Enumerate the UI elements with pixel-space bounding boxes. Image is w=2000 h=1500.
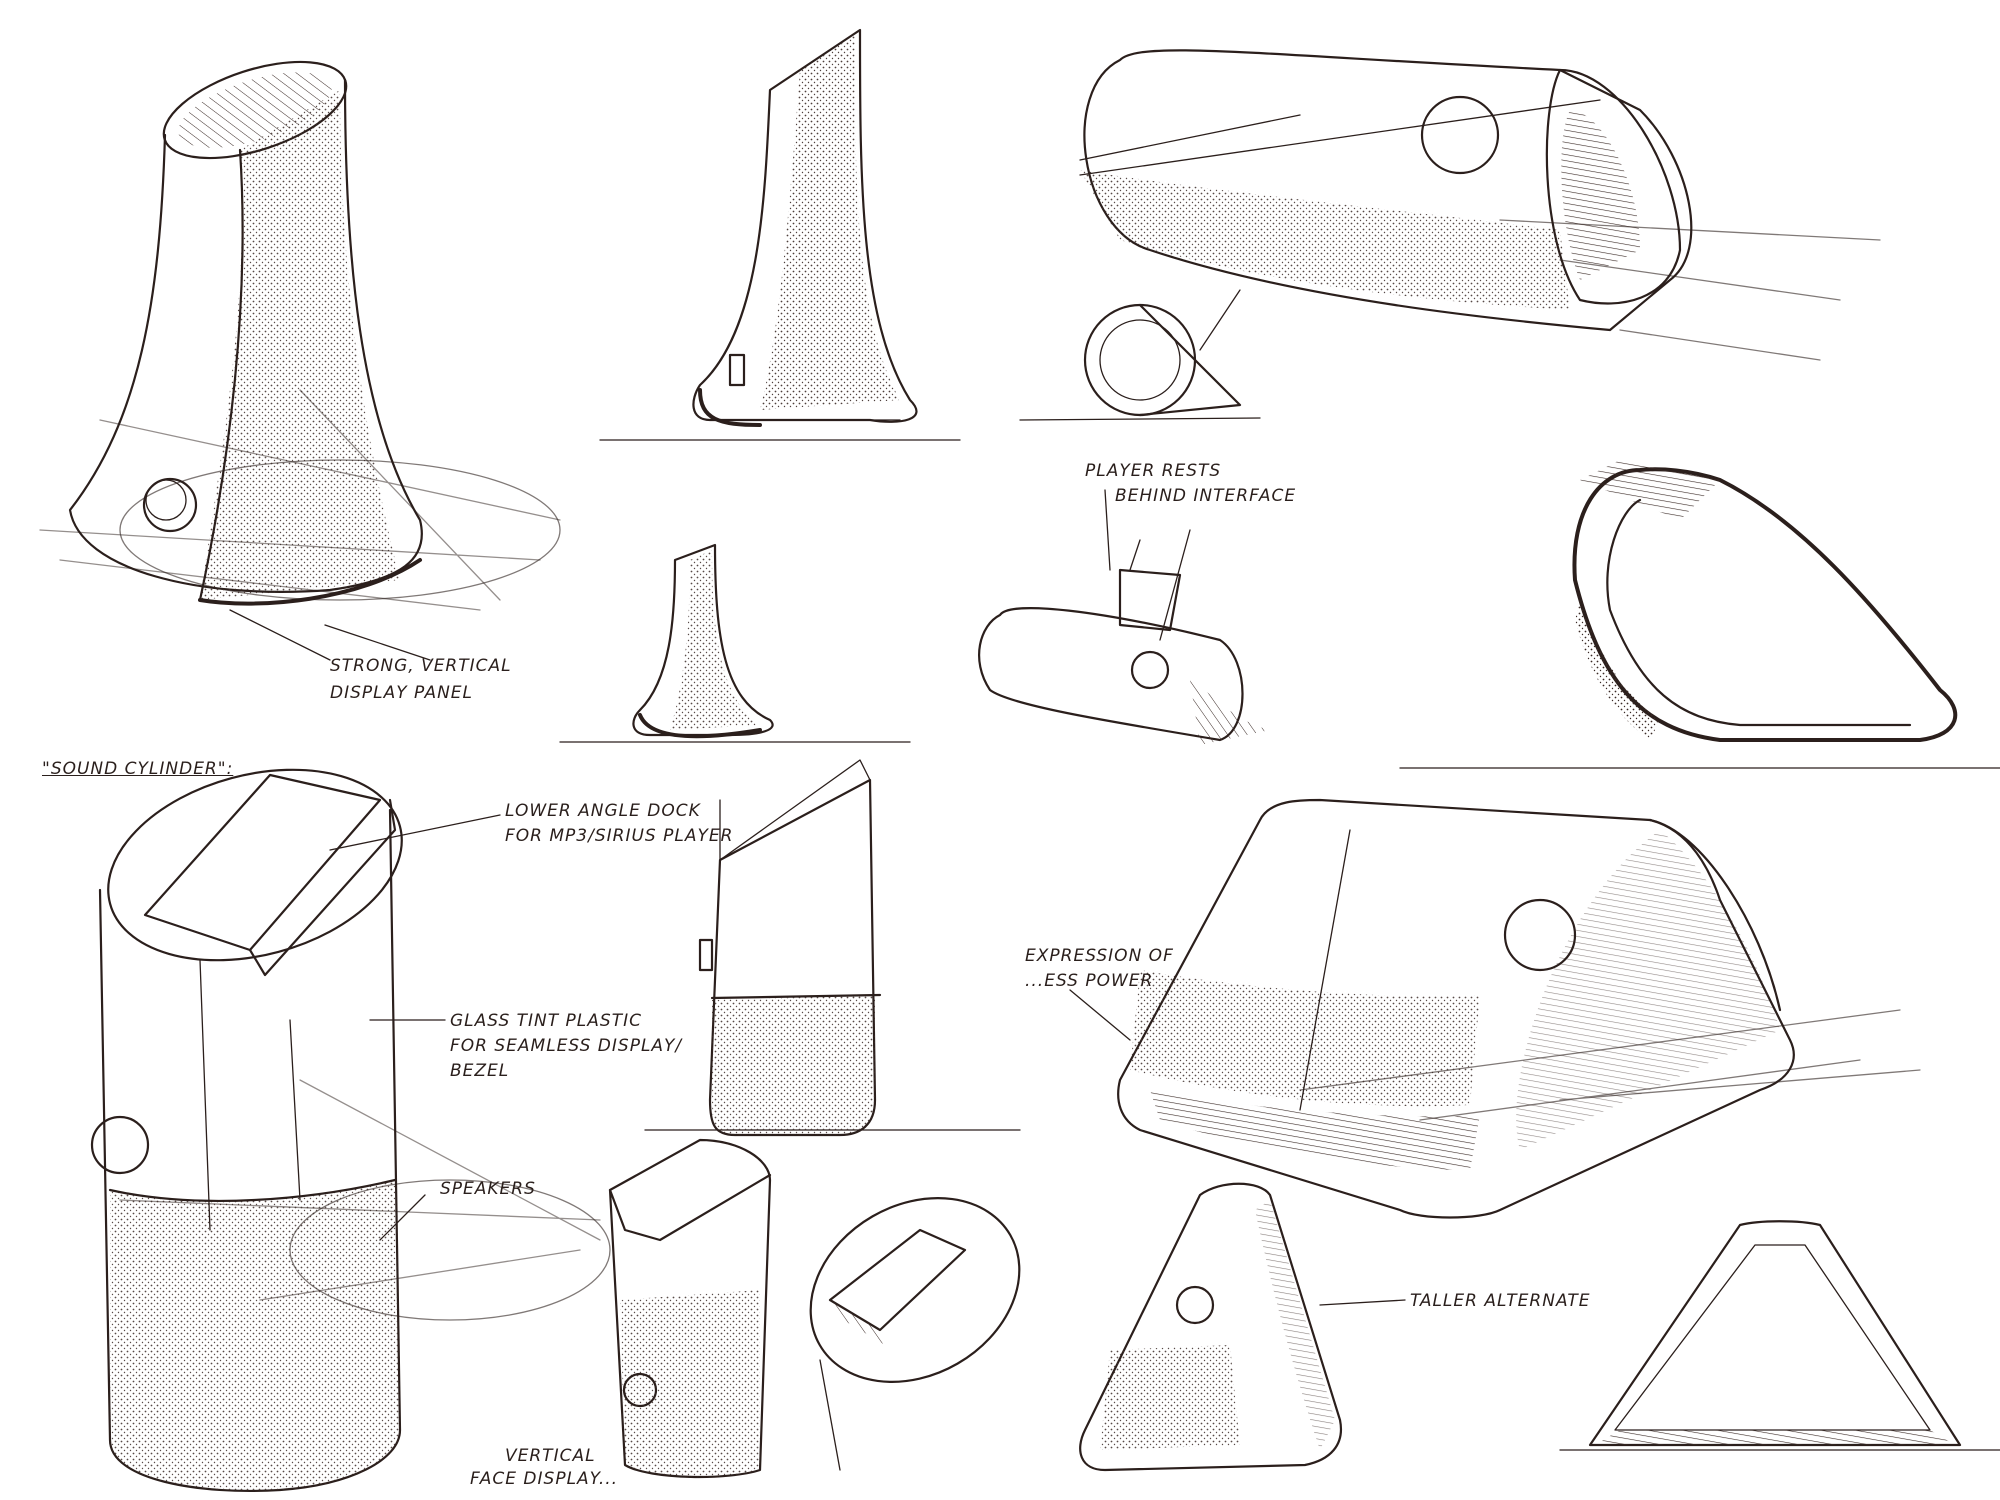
ring-profile-sketch bbox=[1019, 289, 1261, 421]
note-display-panel-line2: DISPLAY PANEL bbox=[330, 683, 473, 703]
note-player-rests-line1: PLAYER RESTS bbox=[1085, 461, 1222, 481]
leader-lines bbox=[324, 489, 1406, 1306]
drop-shaped-profile-sketch bbox=[1399, 460, 2000, 769]
sound-cylinder-small bbox=[608, 1138, 772, 1479]
note-section-title: "SOUND CYLINDER": bbox=[42, 759, 234, 779]
sound-cylinder-top-view bbox=[809, 1197, 1021, 1471]
note-player-rests-line2: BEHIND INTERFACE bbox=[1115, 486, 1297, 506]
flared-vase-speaker-small bbox=[559, 543, 911, 743]
note-taller-alternate: TALLER ALTERNATE bbox=[1410, 1291, 1591, 1311]
sound-cylinder-side bbox=[644, 759, 1021, 1137]
note-expression-line2: ...ESS POWER bbox=[1025, 971, 1154, 991]
note-angle-dock-line1: LOWER ANGLE DOCK bbox=[505, 801, 701, 821]
note-glass-tint-line1: GLASS TINT PLASTIC bbox=[450, 1011, 642, 1031]
note-glass-tint-line3: BEZEL bbox=[450, 1061, 510, 1081]
flared-vase-speaker-large bbox=[39, 60, 561, 661]
note-display-panel-line1: STRONG, VERTICAL bbox=[330, 656, 512, 676]
note-speakers: SPEAKERS bbox=[440, 1179, 536, 1199]
cylinder-with-dock-sketch bbox=[978, 529, 1270, 745]
triangular-speaker-tall bbox=[1079, 1182, 1343, 1472]
flared-vase-speaker-side bbox=[599, 28, 961, 441]
sound-cylinder-large bbox=[90, 768, 611, 1493]
note-vertical-face-line1: VERTICAL bbox=[505, 1446, 596, 1466]
horizontal-cylinder-speaker bbox=[1079, 49, 1881, 361]
triangular-frame-outline bbox=[1559, 1220, 2000, 1451]
note-expression-line1: EXPRESSION OF bbox=[1025, 946, 1174, 966]
note-glass-tint-line2: FOR SEAMLESS DISPLAY/ bbox=[450, 1036, 683, 1056]
note-angle-dock-line2: FOR MP3/SIRIUS PLAYER bbox=[505, 826, 734, 846]
note-vertical-face-line2: FACE DISPLAY... bbox=[470, 1469, 619, 1489]
triangular-speaker-large bbox=[1117, 798, 1921, 1219]
